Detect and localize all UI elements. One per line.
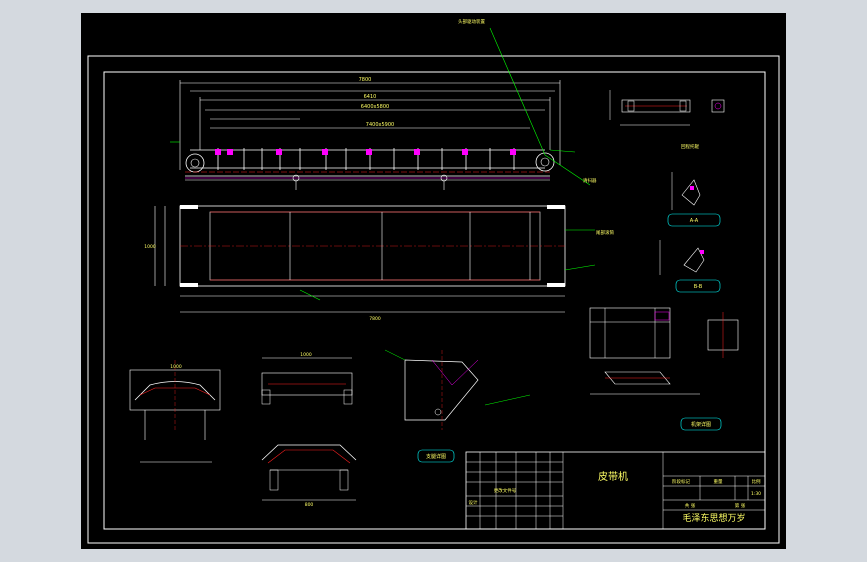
- section-b-label: B-B: [694, 284, 703, 290]
- ratio-label: 比例: [752, 478, 761, 485]
- frame-detail: 机架详图: [589, 307, 739, 431]
- belt-cleaner-label: 清扫器: [583, 177, 597, 184]
- return-idler-label: 回程托辊: [681, 143, 699, 150]
- sheet-number: 第 张: [735, 502, 746, 509]
- dim-span-b: 6400x5800: [361, 104, 389, 110]
- conveyor-plan-view: 7800 1000 尾部滚筒: [144, 205, 614, 322]
- trough-idler-width: 1000: [170, 364, 182, 370]
- dim-plan-length: 7800: [369, 316, 381, 322]
- conveyor-elevation-view: 7800 6410 6400x5800 7400x5900: [170, 18, 597, 190]
- support-detail-label: 支腿详图: [426, 453, 446, 460]
- dim-span-c: 7400x5900: [366, 122, 394, 128]
- trough-idler-view-3: 800: [261, 444, 357, 508]
- sheet-inner-border: [103, 71, 766, 530]
- tail-pulley-label: 尾部滚筒: [596, 229, 614, 236]
- support-detail: 支腿详图: [384, 349, 531, 463]
- dim-overall-length: 7800: [359, 77, 372, 83]
- top-right-detail: 回程托辊: [609, 90, 725, 150]
- trough-idler-view-2: 1000: [261, 352, 353, 405]
- dim-span-a: 6410: [364, 94, 377, 100]
- design-label: 设计: [469, 499, 478, 506]
- scale-value: 1:30: [751, 491, 761, 497]
- company-name: 毛泽东思想万岁: [682, 512, 745, 524]
- trough-idler-width-2: 1000: [300, 352, 312, 358]
- dim-plan-width: 1000: [144, 244, 156, 250]
- trough-idler-belt-width: 800: [305, 502, 314, 508]
- revision-header: 更改文件号: [494, 487, 517, 494]
- trough-idler-view-1: 1000: [129, 360, 221, 463]
- section-a-label: A-A: [690, 218, 699, 224]
- title-block: 皮带机 毛泽东思想万岁 更改文件号 设计 阶段标记 重量 比例 1:30 共 张…: [465, 451, 766, 530]
- section-a-detail: A-A: [667, 172, 721, 227]
- sheet-outer-border: [87, 55, 780, 544]
- drawing-sheet: [81, 13, 786, 549]
- frame-detail-label: 机架详图: [691, 421, 711, 428]
- sheet-total: 共 张: [685, 502, 696, 509]
- stage-label: 阶段标记: [672, 478, 690, 485]
- head-drive-label: 头部驱动装置: [458, 18, 485, 25]
- section-b-detail: B-B: [659, 240, 721, 293]
- drawing-title: 皮带机: [598, 470, 628, 483]
- weight-label: 重量: [714, 478, 723, 485]
